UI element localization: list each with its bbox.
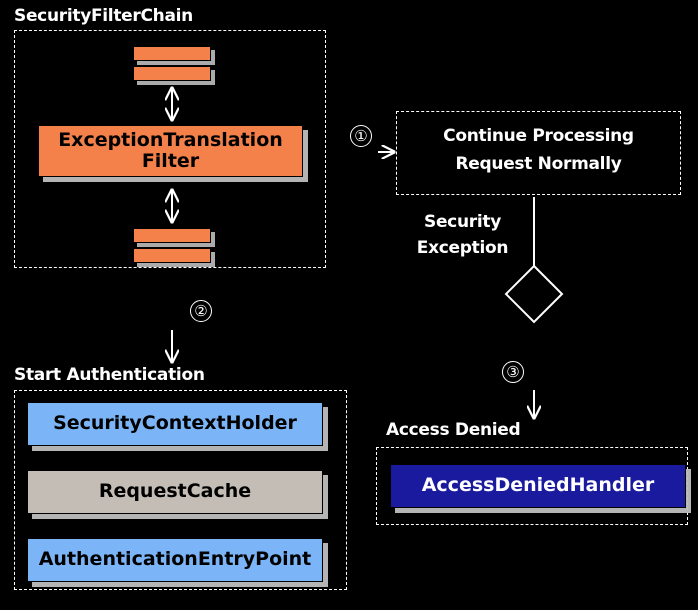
group-start-authentication [14,390,347,590]
filter-bar-bottom-2 [133,248,211,263]
decision-diamond [504,264,564,324]
node-access-denied-handler[interactable]: AccessDeniedHandler [390,464,686,508]
filter-bar-bottom-1 [133,228,211,243]
access-denied-handler-label: AccessDeniedHandler [421,474,655,497]
node-exception-translation-filter[interactable]: ExceptionTranslation Filter [38,125,303,177]
request-cache-label: RequestCache [98,480,252,503]
step-number-2: ② [190,300,212,322]
exception-translation-filter-label-line2: Filter [141,150,200,172]
node-authentication-entry-point[interactable]: AuthenticationEntryPoint [27,538,323,582]
step-number-3: ③ [502,361,524,383]
filter-bar-top-1 [133,46,211,61]
security-context-holder-label: SecurityContextHolder [53,412,297,435]
continue-processing-label-line2: Request Normally [455,154,622,174]
security-exception-label-line1: Security [424,212,501,232]
step-number-1: ① [350,125,372,147]
group-security-filter-chain [14,30,326,268]
security-exception-label-line2: Exception [416,238,509,258]
filter-bar-top-2 [133,66,211,81]
node-request-cache[interactable]: RequestCache [27,470,323,514]
authentication-entry-point-label: AuthenticationEntryPoint [38,548,312,571]
group-label-access-denied: Access Denied [386,420,521,440]
exception-translation-filter-label-line1: ExceptionTranslation [58,128,283,151]
group-continue-processing [396,111,681,195]
continue-processing-label-line1: Continue Processing [443,126,634,146]
node-security-context-holder[interactable]: SecurityContextHolder [27,402,323,446]
group-label-start-authentication: Start Authentication [14,365,205,385]
group-access-denied [376,447,688,525]
group-label-security-filter-chain: SecurityFilterChain [14,6,193,26]
